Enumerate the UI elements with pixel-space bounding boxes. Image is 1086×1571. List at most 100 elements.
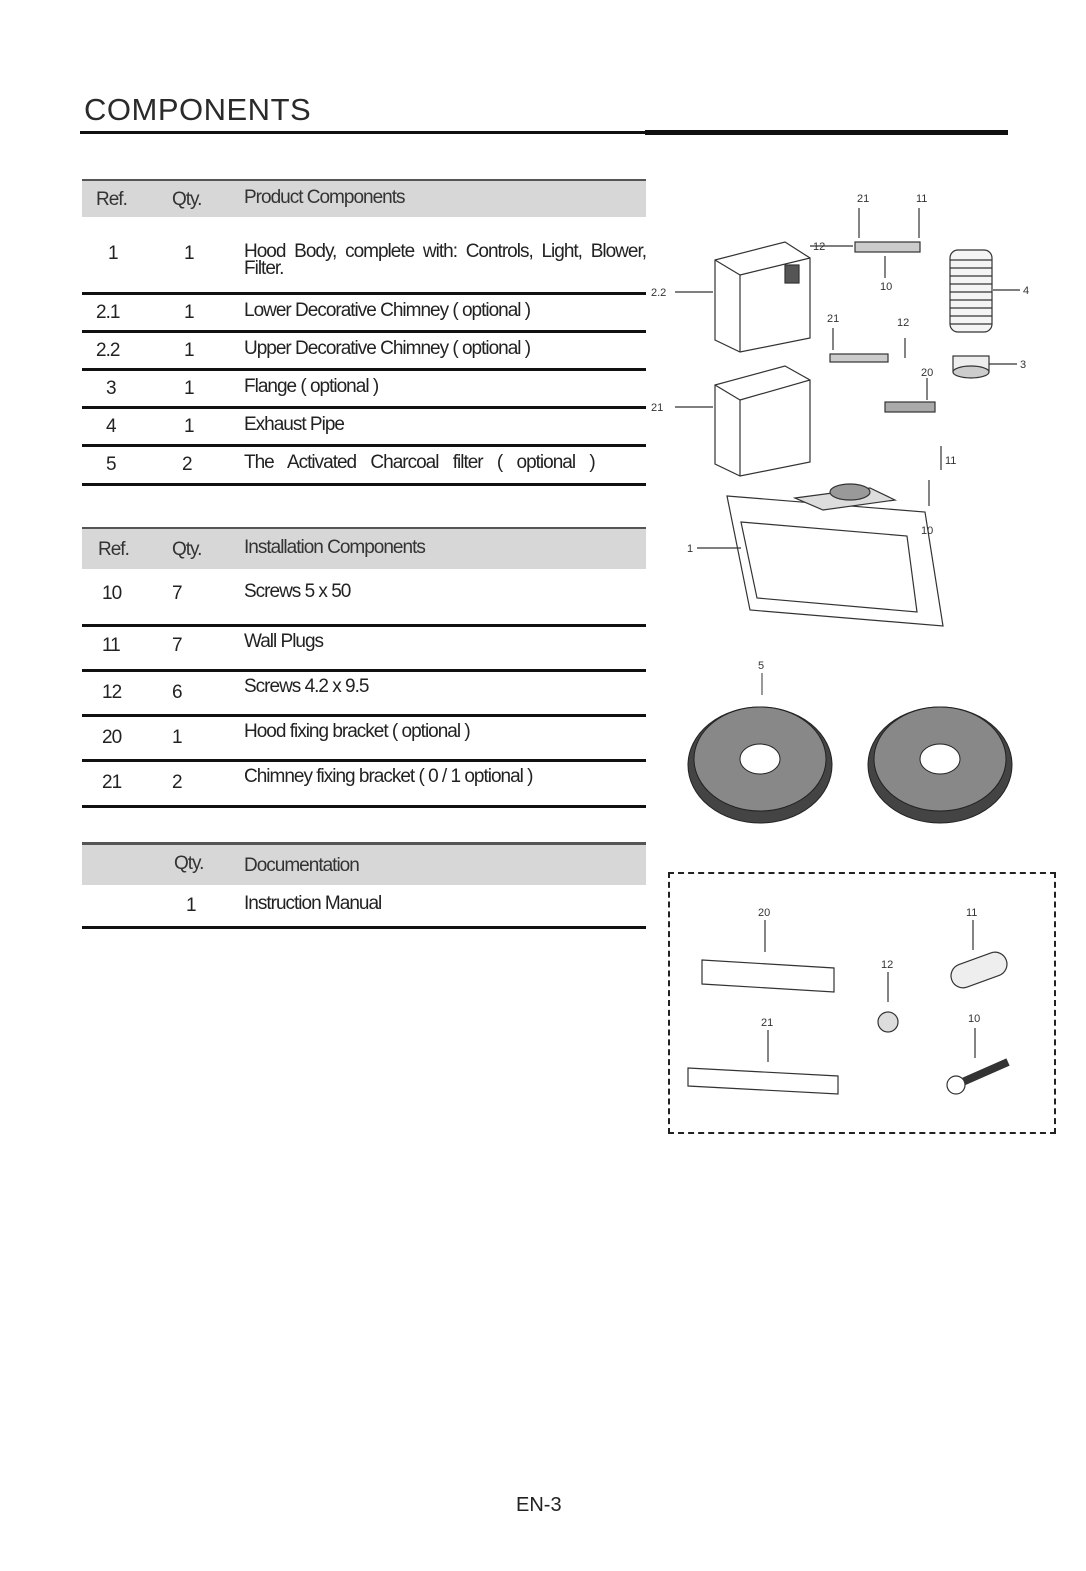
kit-callout-21: 21: [761, 1017, 773, 1029]
cell-name: Lower Decorative Chimney ( optional ): [244, 300, 531, 321]
kit-callout-20: 20: [758, 907, 770, 919]
screw-icon: [877, 1011, 899, 1033]
charcoal-filters-illustration: 5: [687, 660, 1013, 824]
product-components-table: Ref. Qty. Product Components 1 1 Hood Bo…: [82, 179, 647, 486]
cell-qty: 1: [184, 340, 195, 361]
cell-ref: 21: [102, 772, 122, 793]
cell-qty: 7: [172, 635, 183, 656]
table-row: 1 1 Hood Body, complete with: Controls, …: [82, 217, 647, 295]
installation-kit-box: [668, 872, 1056, 1134]
cell-ref: 10: [102, 583, 122, 604]
cell-qty: 1: [172, 727, 183, 748]
installation-components-table: Ref. Qty. Installation Components 10 7 S…: [82, 527, 646, 808]
callout-11: 11: [945, 455, 956, 467]
cell-ref: 2.1: [96, 302, 120, 323]
hood-bracket-illustration: [884, 401, 936, 413]
cell-name: Upper Decorative Chimney ( optional ): [244, 338, 531, 359]
callout-21: 21: [857, 193, 869, 205]
table-row: 2.1 1 Lower Decorative Chimney ( optiona…: [82, 295, 646, 333]
cell-ref: 11: [102, 635, 121, 656]
callout-5: 5: [758, 660, 764, 672]
callout-21: 21: [827, 313, 839, 325]
cell-qty: 6: [172, 682, 183, 703]
callout-12: 12: [813, 241, 825, 253]
callout-10: 10: [921, 525, 933, 537]
hood-body-illustration: [726, 483, 944, 627]
callout-11: 11: [916, 193, 927, 205]
charcoal-filter-icon: [867, 706, 1013, 824]
table-row: 21 2 Chimney fixing bracket ( 0 / 1 opti…: [82, 762, 646, 808]
cell-name: Wall Plugs: [244, 631, 324, 652]
table-header: Ref. Qty. Product Components: [82, 179, 646, 217]
callout-10: 10: [880, 281, 892, 293]
kit-callout-10: 10: [968, 1013, 980, 1025]
chimney-bracket-icon: [687, 1067, 839, 1095]
title-rule: [80, 131, 1008, 134]
cell-qty: 1: [184, 302, 195, 323]
cell-name: Hood fixing bracket ( optional ): [244, 721, 471, 742]
exploded-assembly-diagram: 21 11 12 10 4 2.2 21 12 3 20 21 11 10 1: [651, 193, 1029, 627]
hood-bracket-icon: [701, 959, 835, 993]
cell-qty: 2: [172, 772, 183, 793]
cell-ref: 1: [108, 243, 119, 264]
cell-ref: 2.2: [96, 340, 120, 361]
charcoal-filter-icon: [687, 706, 833, 824]
table-row: 2.2 1 Upper Decorative Chimney ( optiona…: [82, 333, 646, 371]
documentation-table: Qty. Documentation 1 Instruction Manual: [82, 842, 646, 929]
table-header: Qty. Documentation: [82, 842, 646, 885]
table-row: 10 7 Screws 5 x 50: [82, 569, 646, 627]
header-ref: Ref.: [96, 189, 128, 210]
header-name: Product Components: [244, 187, 406, 208]
table-row: 4 1 Exhaust Pipe: [82, 409, 646, 447]
callout-12: 12: [897, 317, 909, 329]
chimney-bracket-illustration: [854, 241, 921, 253]
table-row: 12 6 Screws 4.2 x 9.5: [82, 672, 646, 717]
exhaust-pipe-illustration: [949, 249, 993, 333]
cell-ref: 20: [102, 727, 122, 748]
callout-4: 4: [1023, 285, 1029, 297]
kit-callout-12: 12: [881, 959, 893, 971]
cell-qty: 1: [186, 895, 197, 916]
table-row: 1 Instruction Manual: [82, 885, 646, 929]
cell-ref: 5: [106, 454, 117, 475]
cell-qty: 2: [182, 454, 193, 475]
lower-chimney-illustration: [714, 365, 811, 477]
cell-qty: 1: [184, 416, 195, 437]
diagram-callouts: 21 11 12 10 4 2.2 21 12 3 20 21 11 10 1: [651, 193, 1029, 555]
callout-3: 3: [1020, 359, 1026, 371]
wall-plug-icon: [950, 951, 1008, 989]
cell-name: Hood Body, complete with: Controls, Ligh…: [244, 241, 647, 279]
title-rule-accent: [645, 130, 1008, 135]
page-number: EN-3: [516, 1494, 562, 1516]
page-title: COMPONENTS: [84, 92, 312, 127]
cell-ref: 3: [106, 378, 117, 399]
header-qty: Qty.: [172, 539, 202, 560]
header-ref: Ref.: [98, 539, 130, 560]
header-name: Installation Components: [244, 537, 426, 558]
header-name: Documentation: [244, 855, 360, 876]
callout-2-2: 2.2: [651, 287, 666, 299]
cell-ref: 12: [102, 682, 122, 703]
cell-qty: 1: [184, 378, 195, 399]
callout-20: 20: [921, 367, 933, 379]
flange-illustration: [952, 355, 990, 379]
header-qty: Qty.: [172, 189, 202, 210]
cell-name: Screws 5 x 50: [244, 581, 351, 602]
cell-name: Flange ( optional ): [244, 376, 379, 397]
upper-chimney-illustration: [714, 241, 811, 353]
table-row: 20 1 Hood fixing bracket ( optional ): [82, 717, 646, 762]
callout-1: 1: [687, 543, 693, 555]
cell-name: Chimney fixing bracket ( 0 / 1 optional …: [244, 766, 534, 787]
long-screw-icon: [946, 1075, 966, 1095]
chimney-bracket-illustration: [829, 353, 889, 363]
cell-name: The Activated Charcoal filter ( optional…: [244, 452, 596, 473]
table-row: 11 7 Wall Plugs: [82, 627, 646, 672]
cell-qty: 1: [184, 243, 195, 264]
table-header: Ref. Qty. Installation Components: [82, 527, 646, 569]
cell-name: Screws 4.2 x 9.5: [244, 676, 369, 697]
cell-qty: 7: [172, 583, 183, 604]
table-row: 5 2 The Activated Charcoal filter ( opti…: [82, 447, 646, 486]
cell-ref: 4: [106, 416, 117, 437]
table-row: 3 1 Flange ( optional ): [82, 371, 646, 409]
kit-callout-11: 11: [966, 907, 977, 919]
